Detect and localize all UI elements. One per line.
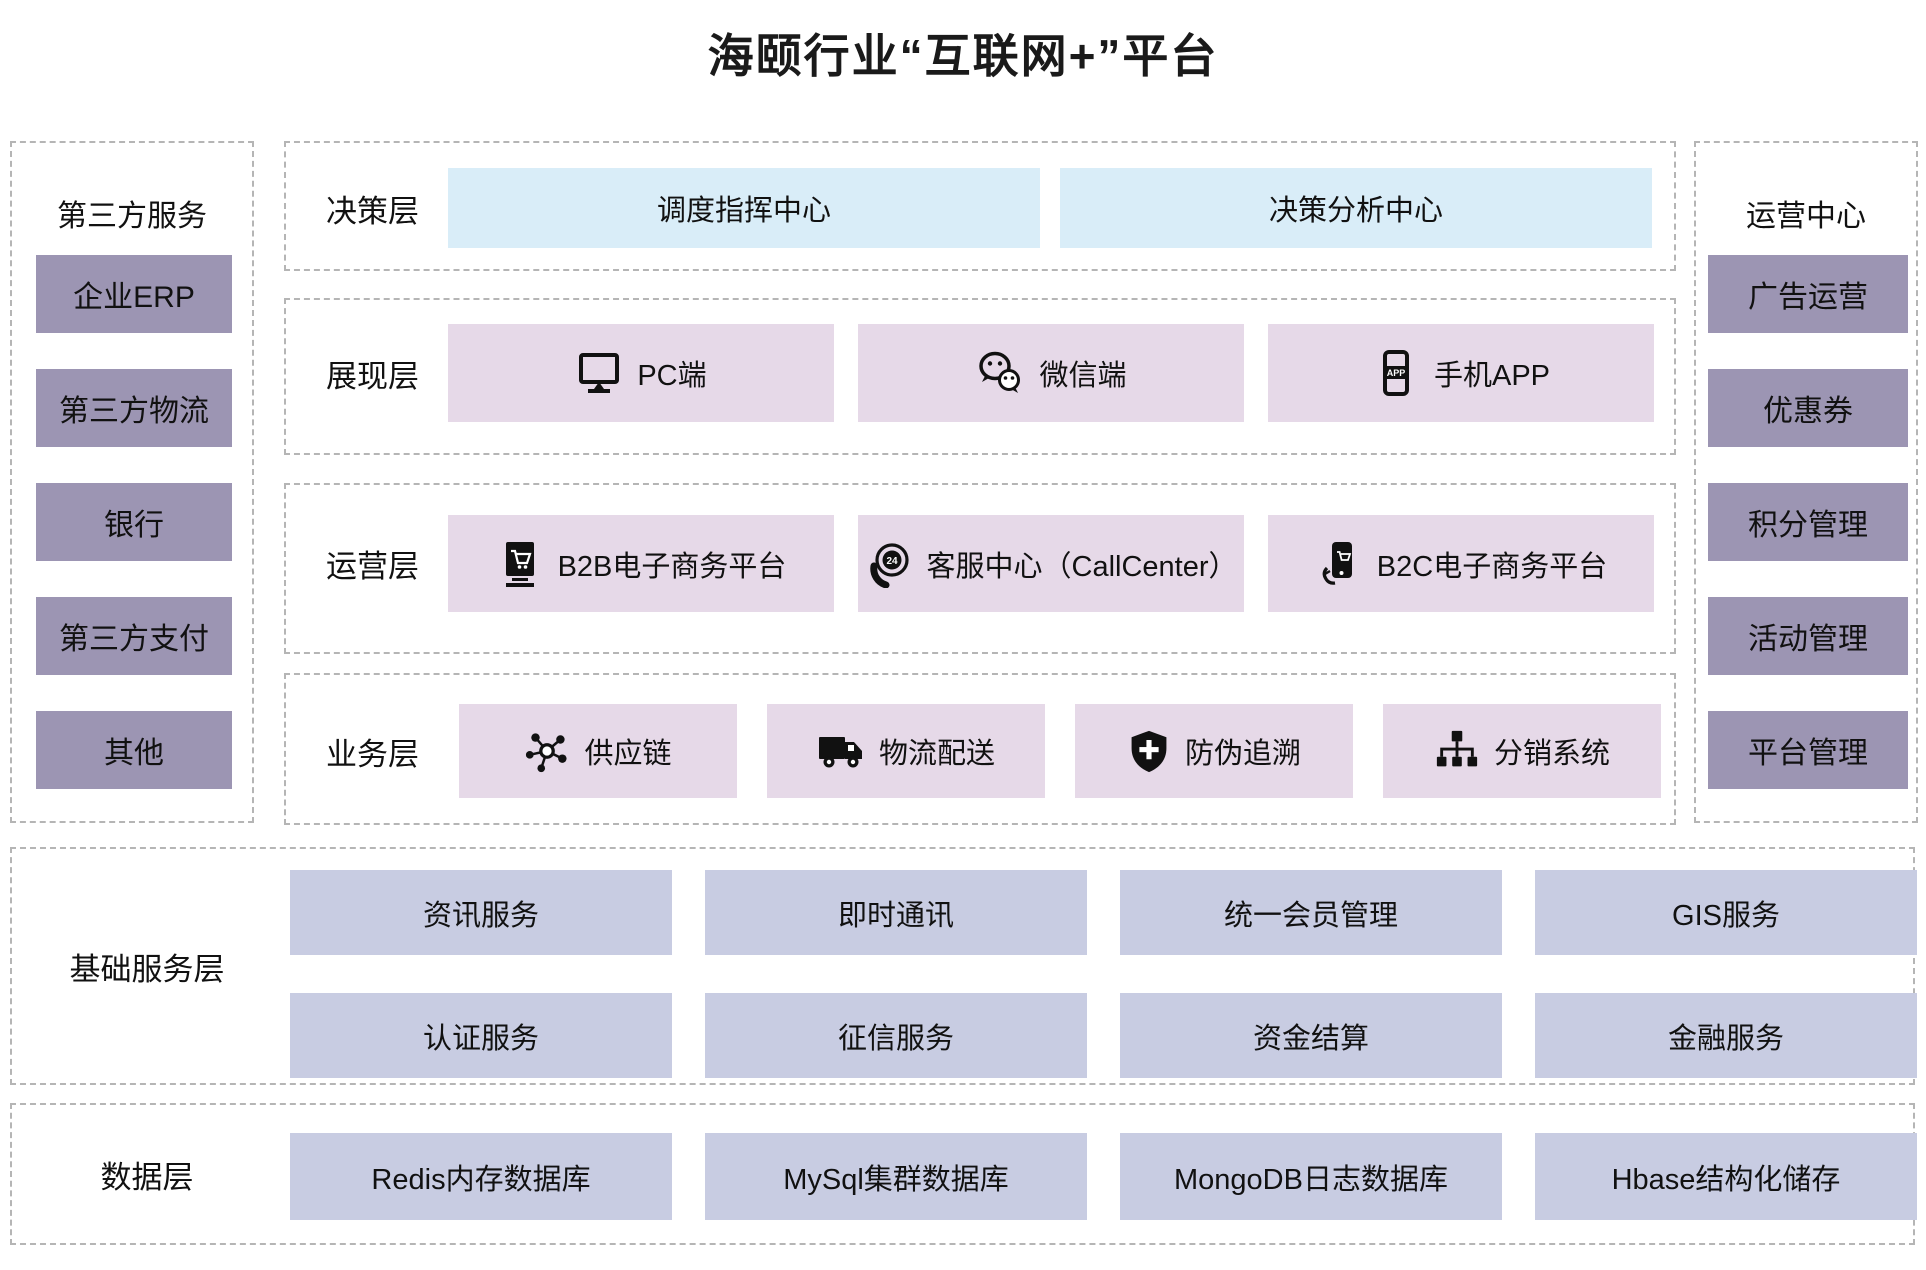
supply-chain-icon: [524, 728, 570, 774]
unified-member-mgmt-box: 统一会员管理: [1120, 870, 1502, 955]
credit-service-box: 征信服务: [705, 993, 1087, 1078]
third-party-item-bank: 银行: [36, 483, 232, 561]
logistics-delivery-box: 物流配送: [767, 704, 1045, 798]
logistics-delivery-text: 物流配送: [878, 738, 995, 770]
instant-messaging-box: 即时通讯: [705, 870, 1087, 955]
operation-item-points: 积分管理: [1708, 483, 1908, 561]
pc-icon: [575, 349, 623, 397]
operation-layer-panel: 运营层 B2B电子商务平台 24 客服中心（CallCenter）: [284, 483, 1676, 654]
third-party-item-erp: 企业ERP: [36, 255, 232, 333]
mongodb-db-box: MongoDB日志数据库: [1120, 1133, 1502, 1220]
third-party-item-other: 其他: [36, 711, 232, 789]
wechat-icon: [975, 349, 1025, 397]
b2c-commerce-box: B2C电子商务平台: [1268, 515, 1654, 612]
operation-item-coupon: 优惠券: [1708, 369, 1908, 447]
b2c-commerce-text: B2C电子商务平台: [1376, 550, 1608, 583]
callcenter-24-icon: 24: [865, 540, 913, 588]
distribution-system-text: 分销系统: [1493, 738, 1610, 770]
info-service-box: 资讯服务: [290, 870, 672, 955]
auth-service-box: 认证服务: [290, 993, 672, 1078]
operation-layer-label: 运营层: [326, 549, 419, 584]
b2c-commerce-icon: [1315, 540, 1363, 588]
dispatch-command-center-text: 调度指挥中心: [656, 195, 831, 227]
mobile-app-text: 手机APP: [1433, 360, 1551, 392]
callcenter-box: 24 客服中心（CallCenter）: [858, 515, 1244, 612]
base-services-label: 基础服务层: [69, 951, 225, 987]
decision-layer-panel: 决策层 调度指挥中心 决策分析中心: [284, 141, 1676, 271]
b2b-commerce-box: B2B电子商务平台: [448, 515, 834, 612]
operation-center-panel: 运营中心 广告运营 优惠券 积分管理 活动管理 平台管理: [1694, 141, 1918, 823]
decision-analysis-center-text: 决策分析中心: [1268, 195, 1443, 227]
data-layer-panel: 数据层 Redis内存数据库 MySql集群数据库 MongoDB日志数据库 H…: [10, 1103, 1917, 1245]
distribution-tree-icon: [1434, 728, 1480, 774]
pc-client-box: PC端: [448, 324, 834, 422]
presentation-layer-panel: 展现层 PC端 微信端: [284, 298, 1676, 455]
data-layer-label: 数据层: [100, 1159, 194, 1195]
anti-counterfeit-text: 防伪追溯: [1184, 738, 1301, 770]
hbase-storage-box: Hbase结构化储存: [1535, 1133, 1917, 1220]
redis-db-box: Redis内存数据库: [290, 1133, 672, 1220]
decision-analysis-center-box: 决策分析中心: [1060, 168, 1652, 248]
finance-service-box: 金融服务: [1535, 993, 1917, 1078]
presentation-layer-label: 展现层: [326, 358, 419, 394]
third-party-services-header: 第三方服务: [57, 200, 207, 233]
delivery-truck-icon: [817, 727, 865, 775]
supply-chain-text: 供应链: [584, 738, 672, 770]
dispatch-command-center-box: 调度指挥中心: [448, 168, 1040, 248]
wechat-client-box: 微信端: [858, 324, 1244, 422]
wechat-client-text: 微信端: [1039, 360, 1127, 392]
operation-item-platform: 平台管理: [1708, 711, 1908, 789]
phone-app-screen-text: APP: [1387, 368, 1406, 378]
business-layer-panel: 业务层 供应链: [284, 673, 1676, 825]
callcenter-text: 客服中心（CallCenter）: [926, 550, 1238, 583]
base-services-panel: 基础服务层 资讯服务 即时通讯 统一会员管理 GIS服务 认证服务 征信服务 资…: [10, 847, 1917, 1085]
business-layer-label: 业务层: [326, 736, 419, 772]
operation-item-ads: 广告运营: [1708, 255, 1908, 333]
shield-icon: [1127, 728, 1171, 774]
operation-item-activity: 活动管理: [1708, 597, 1908, 675]
third-party-item-logistics: 第三方物流: [36, 369, 232, 447]
gis-service-box: GIS服务: [1535, 870, 1917, 955]
decision-layer-label: 决策层: [326, 193, 419, 229]
pc-client-text: PC端: [637, 360, 707, 392]
phone-app-icon: APP: [1372, 349, 1420, 397]
distribution-system-box: 分销系统: [1383, 704, 1661, 798]
operation-center-header: 运营中心: [1746, 200, 1866, 233]
mysql-db-box: MySql集群数据库: [705, 1133, 1087, 1220]
mobile-app-box: APP 手机APP: [1268, 324, 1654, 422]
supply-chain-box: 供应链: [459, 704, 737, 798]
page-title: 海颐行业“互联网+”平台: [707, 30, 1219, 82]
b2b-commerce-text: B2B电子商务平台: [557, 550, 787, 583]
b2b-commerce-icon: [496, 540, 544, 588]
fund-settlement-box: 资金结算: [1120, 993, 1502, 1078]
third-party-item-payment: 第三方支付: [36, 597, 232, 675]
anti-counterfeit-box: 防伪追溯: [1075, 704, 1353, 798]
callcenter-badge-text: 24: [886, 556, 898, 567]
third-party-services-panel: 第三方服务 企业ERP 第三方物流 银行 第三方支付 其他: [10, 141, 254, 823]
